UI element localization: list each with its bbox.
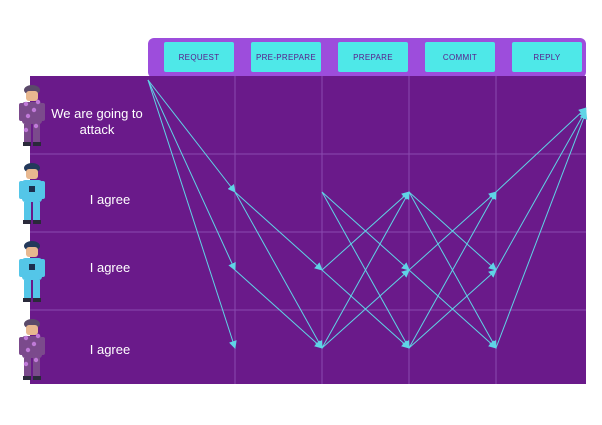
message-arrow (147, 79, 236, 271)
message-arrow (321, 191, 410, 271)
message-arrow (234, 269, 323, 349)
diagram-panel (30, 76, 586, 384)
message-arrow (321, 191, 410, 349)
message-arrow (408, 191, 497, 349)
message-arrow (147, 79, 236, 193)
message-arrow (147, 79, 237, 349)
phase-tab-prepare: PREPARE (336, 40, 410, 74)
phase-tab-request: REQUEST (162, 40, 236, 74)
phase-tab-reply: REPLY (510, 40, 584, 74)
row-label-replica-3: I agree (89, 342, 131, 357)
row-label-replica-1: I agree (89, 192, 131, 207)
soldier-icon (19, 241, 45, 302)
row-label-replica-2: I agree (89, 260, 131, 275)
row-label-leader: We are going to attack (51, 106, 143, 137)
soldier-icon (19, 85, 45, 146)
message-arrow (495, 107, 587, 193)
soldier-icon (19, 319, 45, 380)
message-arrow (408, 269, 497, 349)
phase-tab-pre-prepare: PRE-PREPARE (249, 40, 323, 74)
message-arrow (234, 191, 323, 271)
message-arrow (495, 111, 588, 349)
message-arrow (234, 191, 323, 349)
soldier-icon (19, 163, 45, 224)
message-arrow (495, 109, 587, 271)
message-arrow (321, 269, 410, 349)
message-arrow (408, 191, 497, 271)
phase-tab-commit: COMMIT (423, 40, 497, 74)
